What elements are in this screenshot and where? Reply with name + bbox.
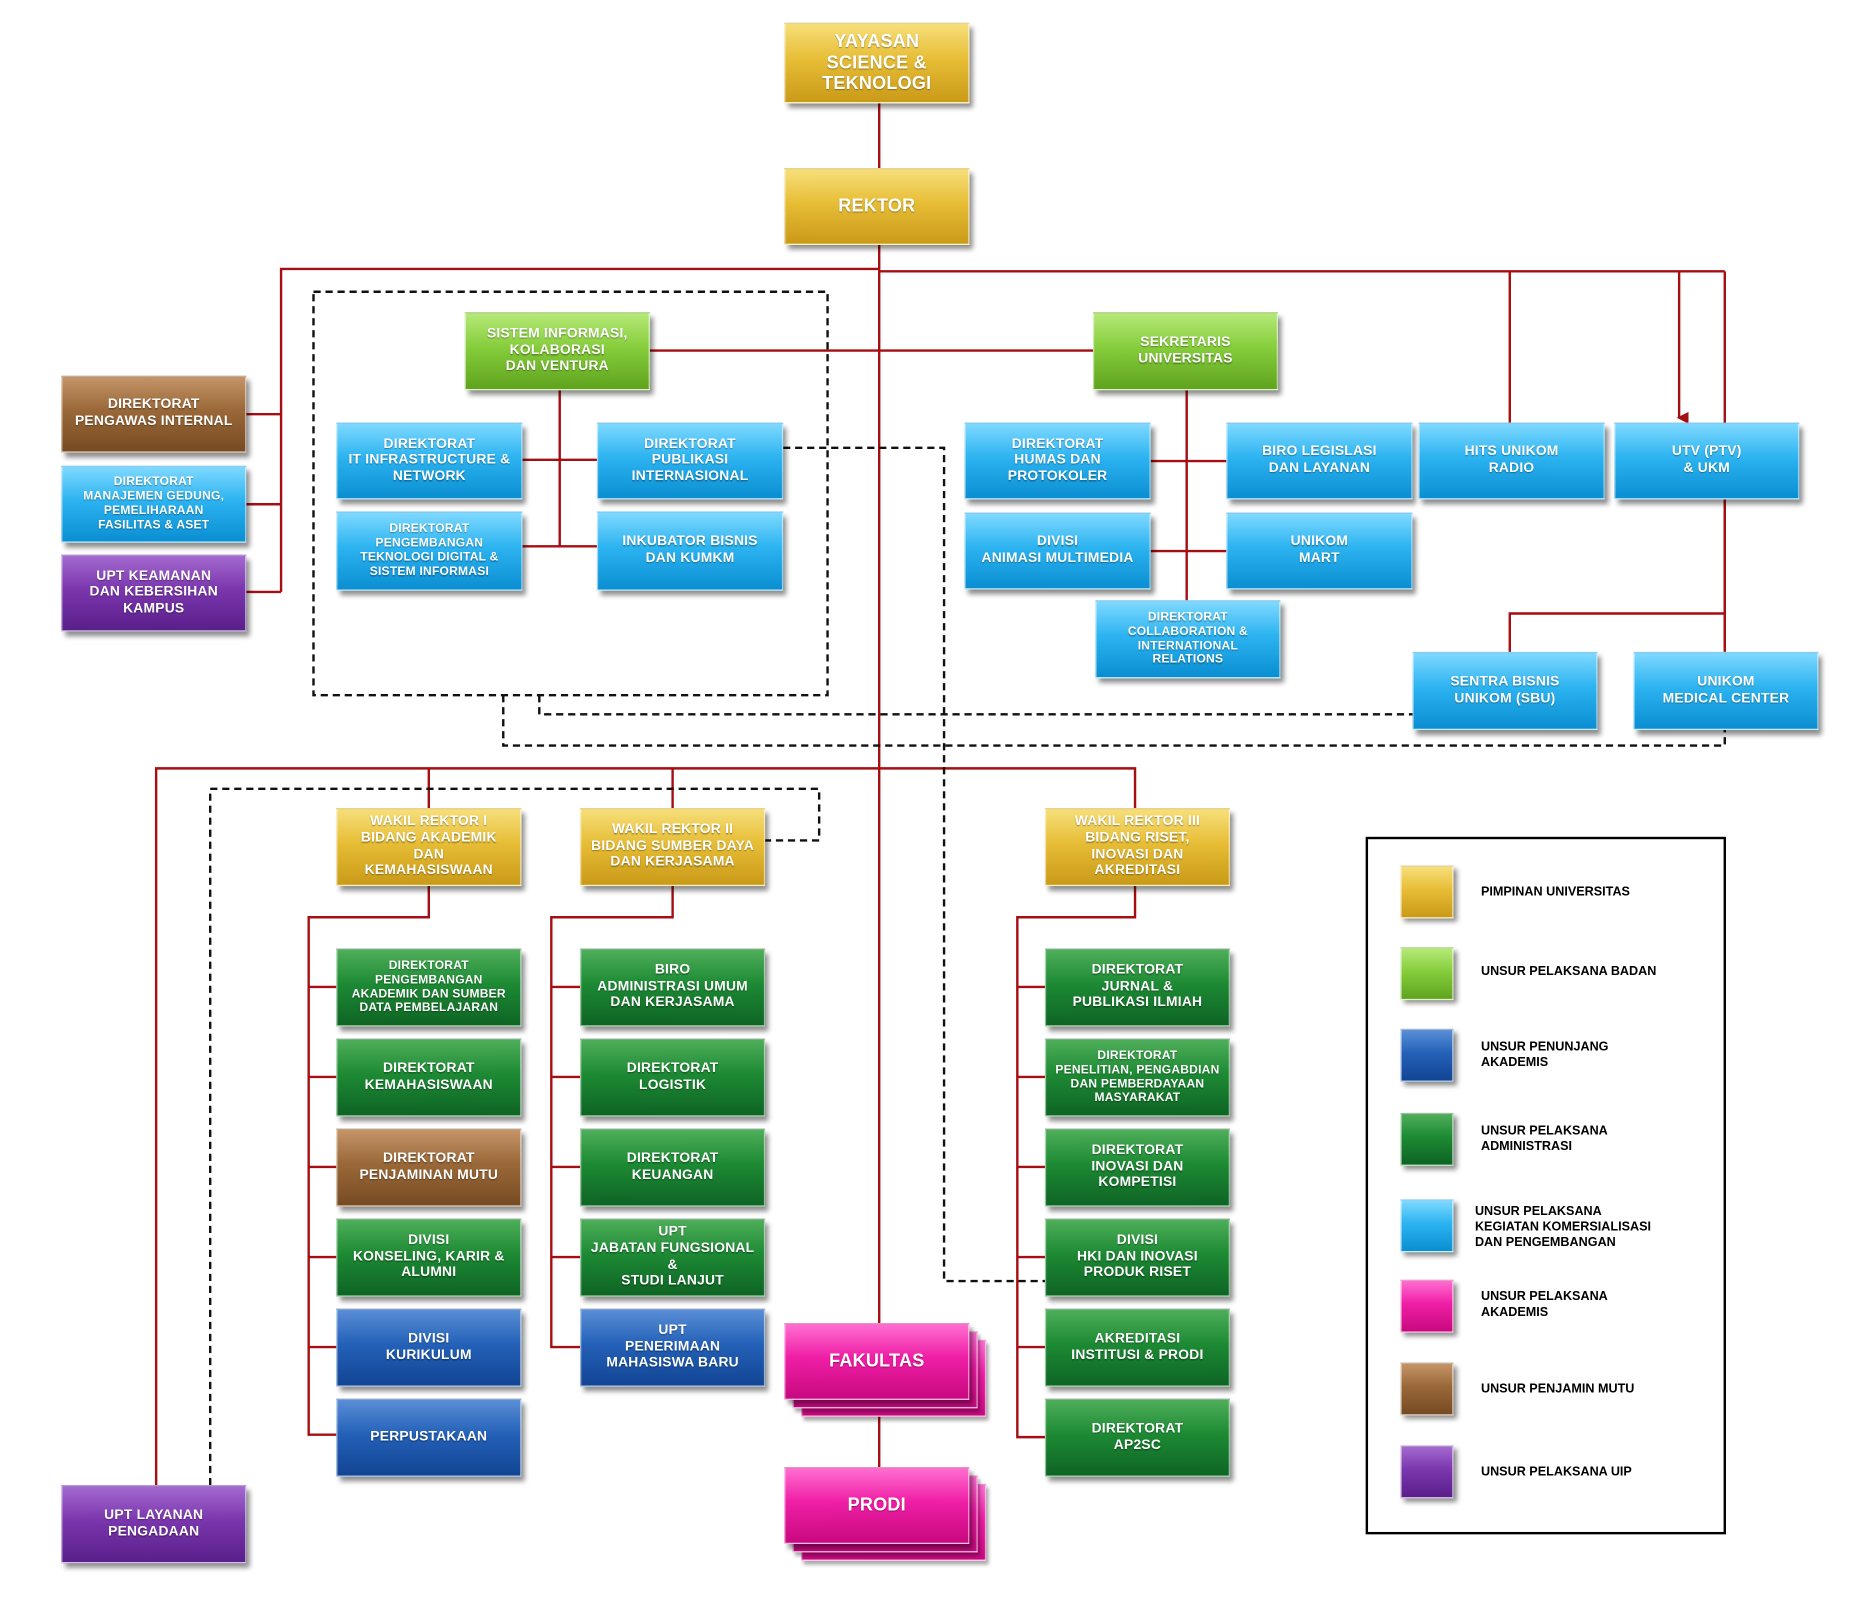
prodi-box: PRODI [784, 1467, 970, 1544]
direktorat-pengembangan-akademik-box: DIREKTORAT PENGEMBANGAN AKADEMIK DAN SUM… [336, 948, 522, 1027]
legend-swatch [1400, 1362, 1454, 1416]
direktorat-it-infrastructure-box: DIREKTORAT IT INFRASTRUCTURE & NETWORK [336, 422, 523, 500]
legend-swatch [1400, 1028, 1454, 1082]
direktorat-manajemen-gedung-box: DIREKTORAT MANAJEMEN GEDUNG, PEMELIHARAA… [61, 465, 247, 543]
direktorat-inovasi-box: DIREKTORAT INOVASI DAN KOMPETISI [1044, 1128, 1230, 1207]
divisi-kurikulum-box: DIVISI KURIKULUM [336, 1308, 522, 1387]
legend-swatch [1400, 1445, 1454, 1499]
direktorat-jurnal-box: DIREKTORAT JURNAL & PUBLIKASI ILMIAH [1044, 948, 1230, 1027]
legend-label: PIMPINAN UNIVERSITAS [1480, 884, 1630, 900]
wakil-rektor-1-box: WAKIL REKTOR I BIDANG AKADEMIK DAN KEMAH… [336, 808, 522, 887]
fakultas-box: FAKULTAS [784, 1323, 970, 1400]
legend-swatch [1400, 947, 1454, 1001]
legend-swatch [1400, 1279, 1454, 1333]
biro-administrasi-umum-box: BIRO ADMINISTRASI UMUM DAN KERJASAMA [580, 948, 766, 1027]
wakil-rektor-3-box: WAKIL REKTOR III BIDANG RISET, INOVASI D… [1044, 808, 1230, 887]
sentra-bisnis-box: SENTRA BISNIS UNIKOM (SBU) [1412, 651, 1598, 730]
akreditasi-box: AKREDITASI INSTITUSI & PRODI [1044, 1308, 1230, 1387]
divisi-animasi-multimedia-box: DIVISI ANIMASI MULTIMEDIA [964, 512, 1151, 590]
legend-label: UNSUR PELAKSANA KEGIATAN KOMERSIALISASI … [1474, 1204, 1652, 1251]
legend-swatch [1400, 1199, 1454, 1253]
unikom-medical-center-box: UNIKOM MEDICAL CENTER [1633, 651, 1819, 730]
unikom-mart-box: UNIKOM MART [1226, 512, 1413, 590]
yayasan-box: YAYASAN SCIENCE & TEKNOLOGI [784, 22, 970, 104]
legend-swatch [1400, 865, 1454, 919]
direktorat-pengembangan-teknologi-box: DIREKTORAT PENGEMBANGAN TEKNOLOGI DIGITA… [336, 511, 523, 591]
upt-layanan-pengadaan-box: UPT LAYANAN PENGADAAN [61, 1485, 247, 1564]
legend-label: UNSUR PELAKSANA AKADEMIS [1480, 1289, 1608, 1320]
legend-label: UNSUR PELAKSANA ADMINISTRASI [1480, 1123, 1608, 1154]
legend: PIMPINAN UNIVERSITAS UNSUR PELAKSANA BAD… [1365, 836, 1726, 1535]
legend-label: UNSUR PENJAMIN MUTU [1480, 1381, 1635, 1397]
inkubator-bisnis-box: INKUBATOR BISNIS DAN KUMKM [596, 511, 784, 591]
upt-keamanan-box: UPT KEAMANAN DAN KEBERSIHAN KAMPUS [61, 554, 247, 632]
sistem-informasi-box: SISTEM INFORMASI, KOLABORASI DAN VENTURA [464, 312, 650, 391]
upt-jabatan-fungsional-box: UPT JABATAN FUNGSIONAL & STUDI LANJUT [580, 1218, 766, 1297]
direktorat-humas-box: DIREKTORAT HUMAS DAN PROTOKOLER [964, 422, 1151, 500]
legend-swatch [1400, 1112, 1454, 1166]
direktorat-ap2sc-box: DIREKTORAT AP2SC [1044, 1398, 1230, 1477]
divisi-hki-box: DIVISI HKI DAN INOVASI PRODUK RISET [1044, 1218, 1230, 1297]
divisi-konseling-box: DIVISI KONSELING, KARIR & ALUMNI [336, 1218, 522, 1297]
direktorat-collaboration-box: DIREKTORAT COLLABORATION & INTERNATIONAL… [1095, 600, 1281, 679]
sekretaris-universitas-box: SEKRETARIS UNIVERSITAS [1093, 312, 1278, 391]
direktorat-publikasi-internasional-box: DIREKTORAT PUBLIKASI INTERNASIONAL [596, 422, 784, 500]
hits-unikom-radio-box: HITS UNIKOM RADIO [1418, 422, 1605, 500]
rektor-box: REKTOR [784, 168, 970, 245]
legend-label: UNSUR PELAKSANA UIP [1480, 1464, 1632, 1480]
perpustakaan-box: PERPUSTAKAAN [336, 1398, 522, 1477]
dashed-connectors [208, 290, 1726, 1486]
legend-label: UNSUR PENUNJANG AKADEMIS [1480, 1039, 1609, 1070]
solid-connectors [154, 103, 1726, 1486]
wakil-rektor-2-box: WAKIL REKTOR II BIDANG SUMBER DAYA DAN K… [580, 808, 766, 887]
legend-label: UNSUR PELAKSANA BADAN [1480, 964, 1657, 979]
utv-ukm-box: UTV (PTV) & UKM [1614, 422, 1800, 500]
direktorat-kemahasiswaan-box: DIREKTORAT KEMAHASISWAAN [336, 1038, 522, 1117]
direktorat-penelitian-box: DIREKTORAT PENELITIAN, PENGABDIAN DAN PE… [1044, 1038, 1230, 1117]
direktorat-penjaminan-mutu-box: DIREKTORAT PENJAMINAN MUTU [336, 1128, 522, 1207]
biro-legislasi-box: BIRO LEGISLASI DAN LAYANAN [1226, 422, 1413, 500]
upt-penerimaan-mahasiswa-box: UPT PENERIMAAN MAHASISWA BARU [580, 1308, 766, 1387]
direktorat-logistik-box: DIREKTORAT LOGISTIK [580, 1038, 766, 1117]
direktorat-keuangan-box: DIREKTORAT KEUANGAN [580, 1128, 766, 1207]
direktorat-pengawas-internal-box: DIREKTORAT PENGAWAS INTERNAL [61, 375, 247, 453]
